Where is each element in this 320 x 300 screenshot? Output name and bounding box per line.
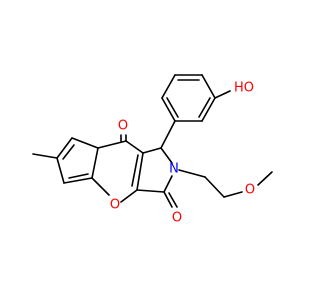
bond: [160, 147, 173, 164]
bond: [136, 189, 165, 193]
bond: [223, 191, 243, 198]
bond: [56, 137, 73, 159]
bond: [68, 173, 89, 179]
bond: [168, 192, 178, 208]
bond: [136, 152, 144, 191]
nitrogen-label: N: [169, 162, 179, 177]
bonds: [32, 74, 273, 208]
bond: [198, 97, 211, 118]
bond: [160, 120, 176, 149]
bond: [142, 147, 162, 154]
ether-oxygen-label: O: [245, 183, 255, 198]
bond: [91, 177, 110, 196]
bond: [56, 157, 65, 184]
bond: [257, 171, 273, 186]
bond: [166, 97, 179, 118]
bond: [161, 74, 176, 99]
bond: [178, 169, 206, 178]
lactam-oxygen-label: O: [172, 211, 182, 226]
bond: [63, 177, 93, 184]
bond: [201, 74, 216, 99]
atom-labels: HO O O O N O: [110, 81, 255, 226]
bond: [125, 140, 144, 154]
ring-oxygen-label: O: [110, 198, 120, 213]
bond: [163, 175, 173, 193]
bond: [204, 176, 225, 198]
bond: [161, 97, 176, 122]
bond: [91, 147, 99, 179]
bond: [163, 191, 173, 208]
bond: [201, 97, 216, 122]
bond: [214, 90, 231, 99]
bond: [131, 154, 139, 187]
bond: [62, 144, 75, 160]
bond: [71, 137, 99, 149]
bond: [120, 189, 138, 203]
bond: [32, 153, 58, 159]
bond: [97, 140, 127, 149]
hydroxyl-label: HO: [234, 81, 254, 96]
molecule-diagram: HO O O O N O: [32, 74, 273, 226]
ketone-oxygen-label: O: [118, 119, 128, 134]
